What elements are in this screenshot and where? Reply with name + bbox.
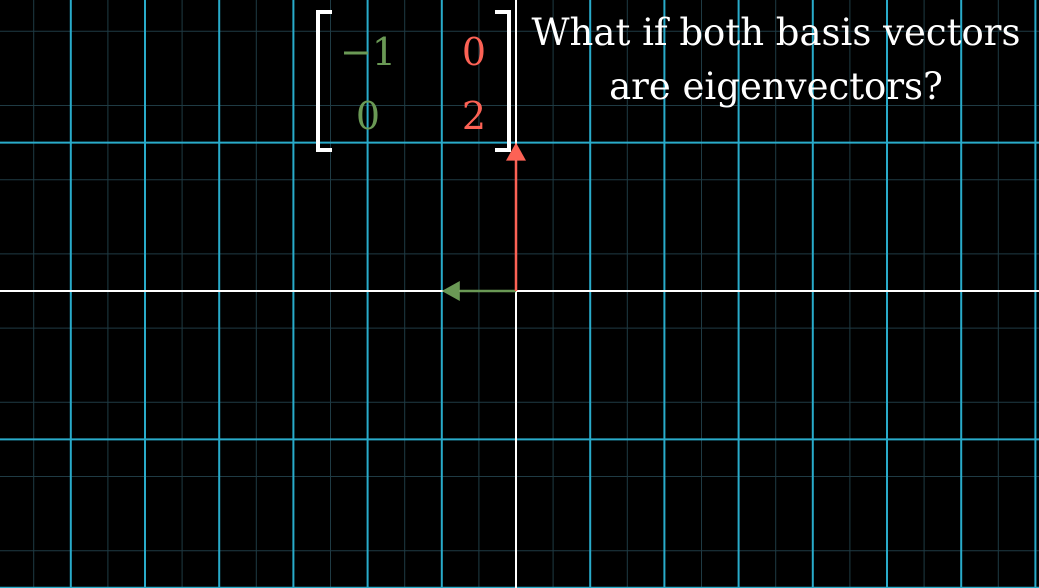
i-hat-vector-arrowhead: [441, 281, 460, 301]
matrix-entry-r1c2: 0: [461, 30, 487, 74]
matrix-left-bracket: [316, 10, 332, 152]
caption-line-2: are eigenvectors?: [609, 65, 943, 108]
matrix-entry-r1c1: −1: [339, 30, 397, 74]
matrix-entry-r2c2: 2: [461, 94, 487, 138]
transformation-matrix: −1 0 0 2: [316, 10, 511, 152]
matrix-entry-r2c1: 0: [355, 94, 381, 138]
j-hat-vector-arrowhead: [506, 142, 526, 161]
vector-layer: [441, 142, 526, 301]
caption: What if both basis vectors are eigenvect…: [518, 6, 1034, 114]
matrix-right-bracket: [495, 10, 511, 152]
caption-line-1: What if both basis vectors: [531, 11, 1021, 54]
